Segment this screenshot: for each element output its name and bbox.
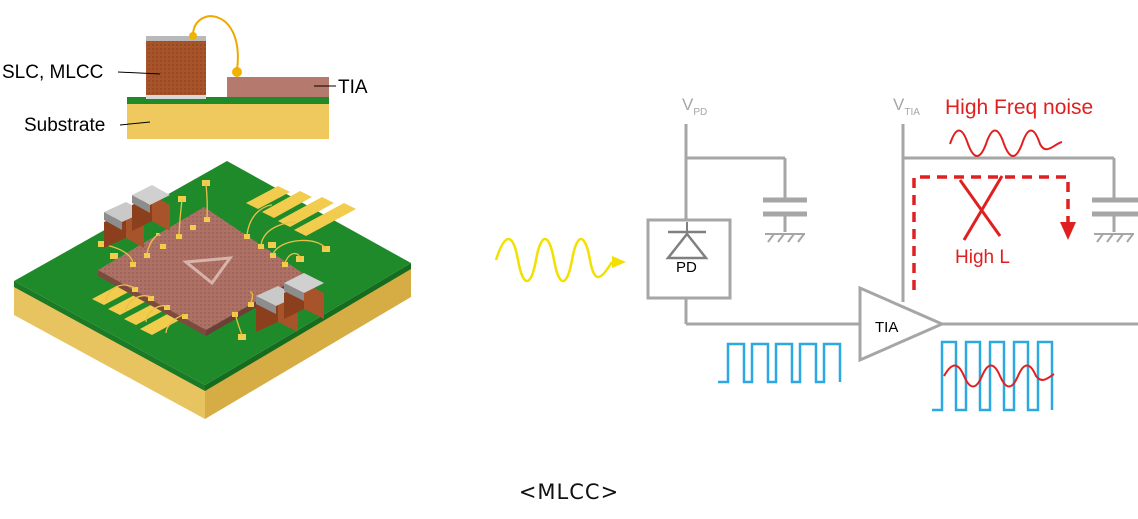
photodiode-icon (665, 231, 709, 260)
tia-label-top: TIA (338, 77, 368, 98)
vpd-ground-icon (765, 233, 805, 243)
noise-wave (949, 129, 1063, 157)
bond-wire (192, 15, 239, 71)
board-right-green-edge (205, 263, 411, 391)
noise-path-arrowhead (1060, 222, 1076, 240)
slc-leader (117, 71, 161, 75)
bond-pad-tia (232, 67, 242, 77)
die-triangle-icon (182, 256, 234, 286)
pd-label: PD (676, 259, 697, 276)
board-left-face (14, 285, 205, 419)
board-left-green-edge (14, 281, 205, 391)
substrate-leader (119, 121, 151, 126)
tia-amp-label: TIA (875, 319, 898, 336)
noise-blocked-path (912, 175, 1070, 290)
slc-top-electrode (146, 36, 206, 41)
high-l-label: High L (955, 247, 1010, 268)
slc-bottom-electrode (146, 95, 206, 99)
green-layer (127, 97, 329, 104)
pd-output-square-wave (718, 342, 842, 384)
blocked-x-icon (958, 175, 1004, 241)
light-arrowhead (612, 256, 626, 268)
slc-mlcc-capacitor (146, 40, 206, 98)
substrate-label: Substrate (24, 115, 105, 136)
tia-chip (227, 77, 329, 97)
tia-output-square-wave (932, 340, 1054, 412)
figure-caption: <MLCC> (518, 480, 620, 504)
capacitors-upper (104, 185, 170, 248)
bond-pad-slc (189, 32, 197, 40)
die-side-left (98, 270, 206, 336)
capacitors-lower (256, 273, 324, 332)
traces-upper-right (246, 186, 356, 236)
light-wave (494, 238, 614, 282)
cross-section: SLC, MLCC TIA Substrate (2, 15, 368, 139)
board-right-face (205, 267, 411, 419)
tia-amplifier (858, 285, 946, 363)
substrate-layer (127, 103, 329, 139)
noise-label: High Freq noise (945, 96, 1093, 119)
vtia-ground-icon (1094, 233, 1134, 243)
package-3d (14, 161, 411, 419)
package-bond-wires (101, 182, 327, 337)
vtia-label: VTIA (893, 95, 920, 118)
tia-output-noise (943, 364, 1055, 388)
circuit-schematic: VPD PD TIA VTIA High Freq noise (494, 95, 1138, 412)
vpd-label: VPD (682, 95, 707, 118)
slc-mlcc-label: SLC, MLCC (2, 62, 103, 83)
